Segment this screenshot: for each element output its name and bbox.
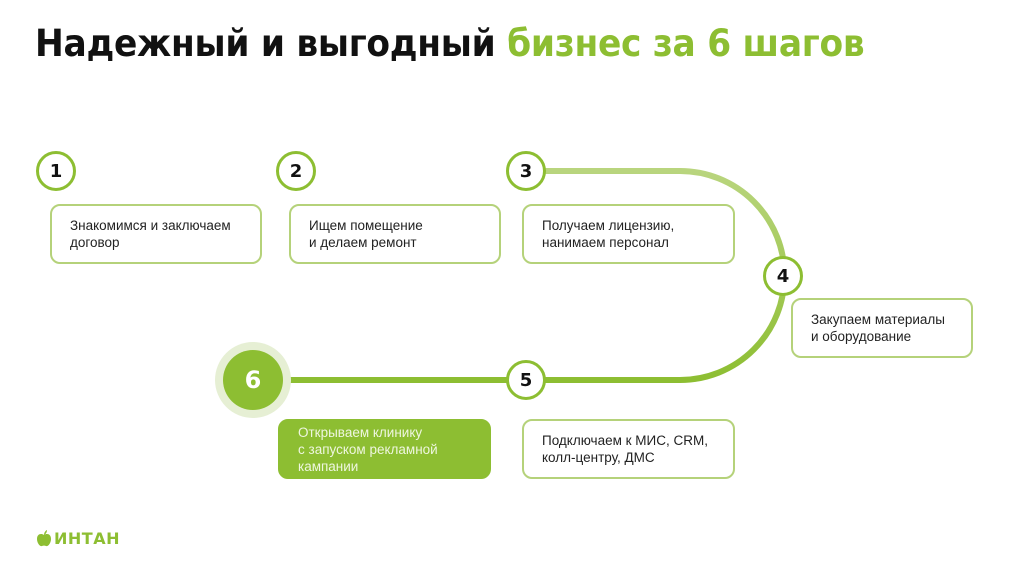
step-3-marker: 3 [506,151,546,191]
apple-icon [37,530,51,547]
step-5-card: Подключаем к МИС, CRM, колл-центру, ДМС [522,419,735,479]
step-2-marker: 2 [276,151,316,191]
step-1-text: Знакомимся и заключаем договор [70,218,231,250]
step-1-card: Знакомимся и заключаем договор [50,204,262,264]
step-4-text: Закупаем материалы и оборудование [811,312,945,344]
step-2-card: Ищем помещение и делаем ремонт [289,204,501,264]
step-6-card: Открываем клинику с запуском рекламной к… [278,419,491,479]
step-1-marker: 1 [36,151,76,191]
step-6-marker: 6 [223,350,283,410]
logo-text: ИНТАН [54,529,120,548]
step-3-text: Получаем лицензию, нанимаем персонал [542,218,675,250]
step-5-marker: 5 [506,360,546,400]
title-main: Надежный и выгодный [35,22,508,65]
step-6-text: Открываем клинику с запуском рекламной к… [298,424,438,474]
step-4-card: Закупаем материалы и оборудование [791,298,973,358]
brand-logo: ИНТАН [37,529,120,548]
title-accent: бизнес за 6 шагов [507,22,865,65]
step-4-marker: 4 [763,256,803,296]
path-arc-3-5 [526,168,788,383]
step-2-text: Ищем помещение и делаем ремонт [309,218,423,250]
step-3-card: Получаем лицензию, нанимаем персонал [522,204,735,264]
step-5-text: Подключаем к МИС, CRM, колл-центру, ДМС [542,433,708,465]
page-title: Надежный и выгодный бизнес за 6 шагов [35,22,865,65]
